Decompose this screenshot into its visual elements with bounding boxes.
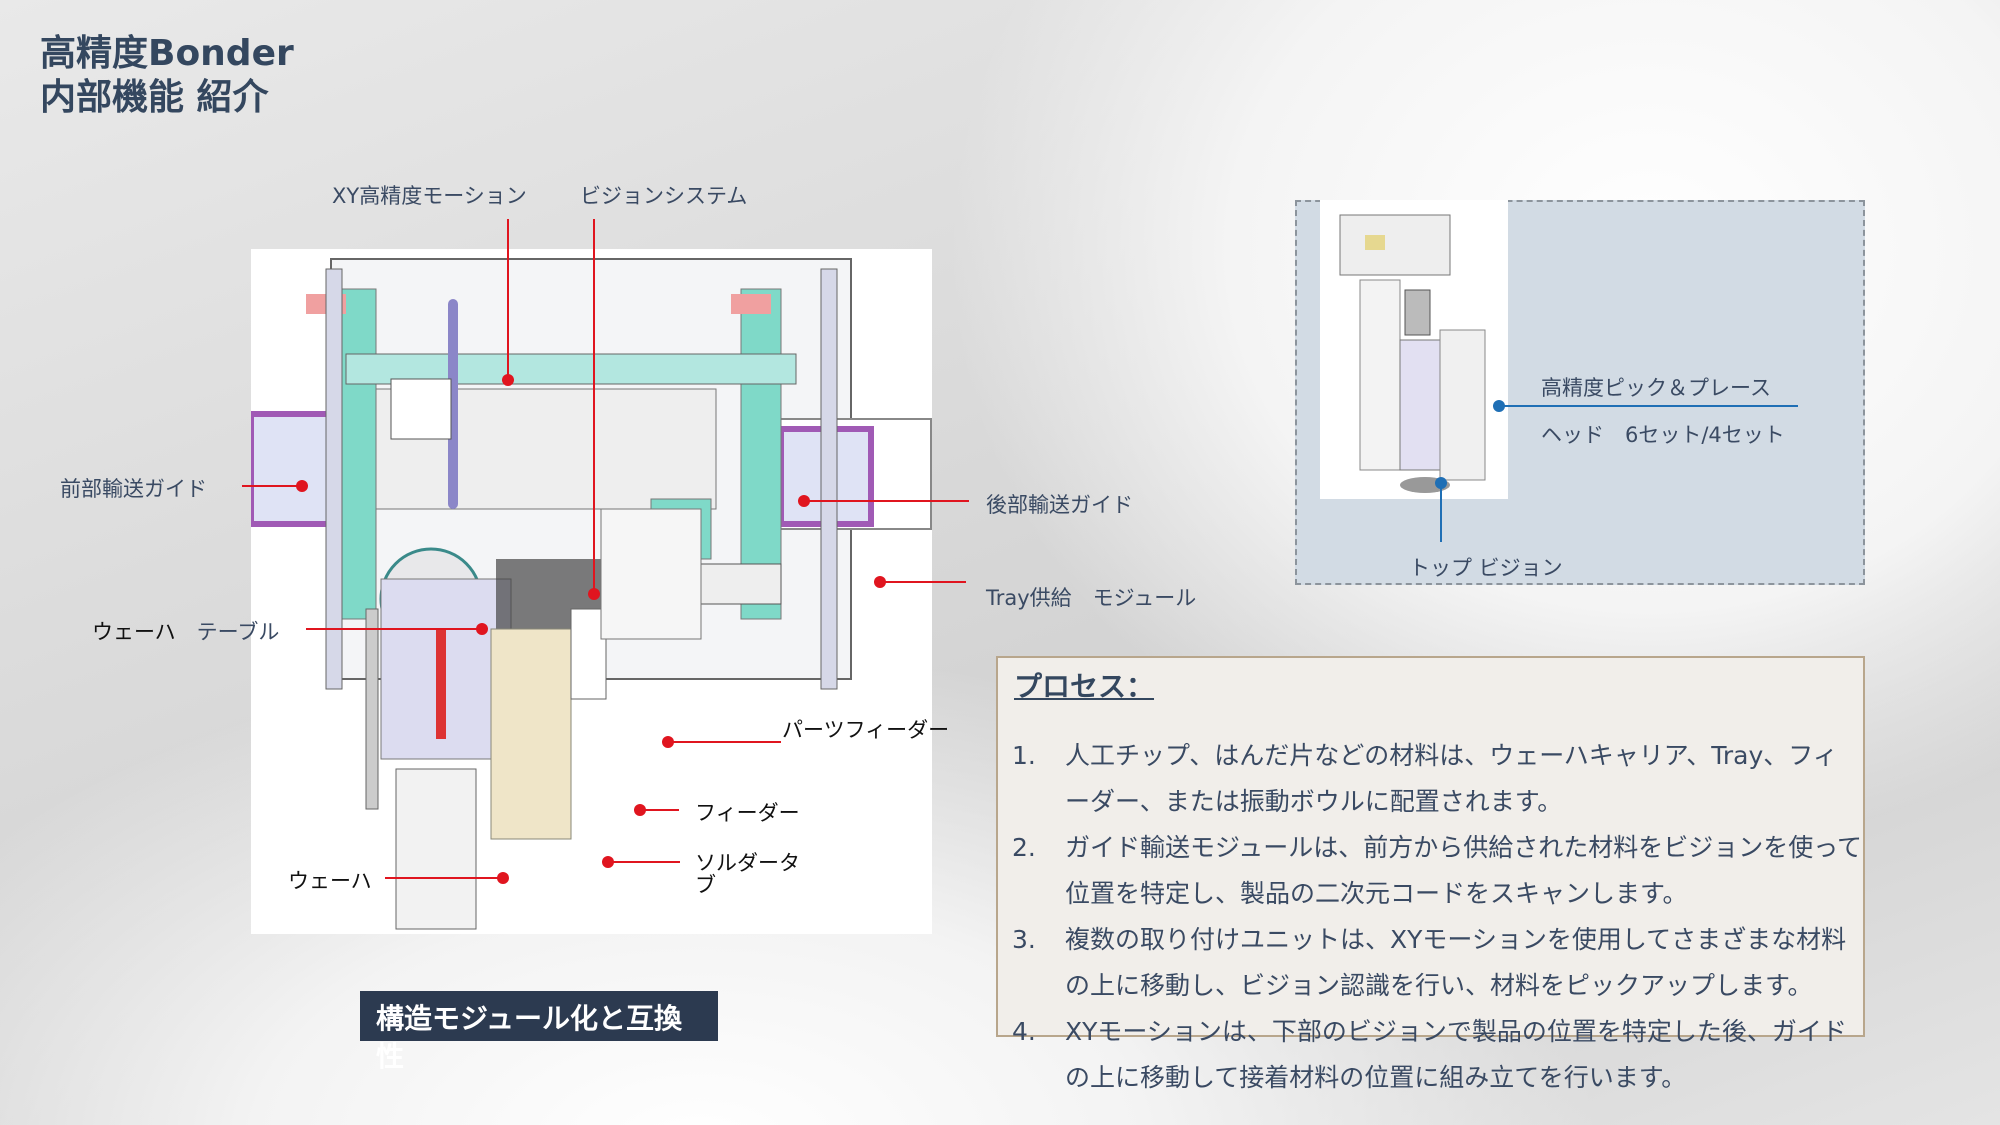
label-pick-place: 高精度ピック＆プレース (1541, 376, 1771, 400)
label-parts-feeder: パーツフィーダー (782, 718, 950, 742)
item-number: 4. (1012, 1017, 1036, 1046)
item-text: 複数の取り付けユニットは、XYモーションを使用してさまざまな材料の上に移動し、ビ… (1065, 925, 1847, 1000)
process-list: 1. 人工チップ、はんだ片などの材料は、ウェーハキャリア、Tray、フィーダー、ま… (1012, 733, 1862, 1101)
title-line-2: 内部機能 紹介 (40, 77, 269, 118)
label-wafer: ウェーハ (288, 869, 372, 893)
callout-dot (1435, 477, 1447, 489)
process-item: 2. ガイド輸送モジュールは、前方から供給された材料をビジョンを使って位置を特定し… (1012, 825, 1862, 917)
callout-line (385, 877, 503, 879)
callout-line (880, 581, 966, 583)
label-vision-system: ビジョンシステム (580, 184, 748, 208)
callout-line (593, 219, 595, 594)
page-title: 高精度Bonder 内部機能 紹介 (40, 32, 294, 120)
item-number: 1. (1012, 741, 1036, 770)
callout-line (608, 861, 680, 863)
label-feeder: フィーダー (695, 801, 800, 825)
label-front-guide: 前部輸送ガイド (60, 477, 207, 501)
callout-dot (798, 495, 810, 507)
label-head-sets: ヘッド 6セット/4セット (1541, 423, 1785, 447)
item-text: 人工チップ、はんだ片などの材料は、ウェーハキャリア、Tray、フィーダー、または… (1065, 741, 1838, 816)
callout-dot (476, 623, 488, 635)
callout-dot (497, 872, 509, 884)
callout-dot (602, 856, 614, 868)
callout-line (804, 500, 969, 502)
process-item: 4. XYモーションは、下部のビジョンで製品の位置を特定した後、ガイドの上に移動し… (1012, 1009, 1862, 1101)
label-xy-motion: XY高精度モーション (332, 184, 527, 208)
label-wafer-table: ウェーハ テーブル (92, 616, 279, 646)
label-solder-tab-1: ソルダータ (695, 851, 800, 875)
process-box (996, 656, 1865, 1037)
label-wafer-table-b: テーブル (196, 620, 280, 644)
callout-line (1440, 483, 1442, 542)
callout-dot (634, 804, 646, 816)
callout-dot (588, 588, 600, 600)
process-item: 3. 複数の取り付けユニットは、XYモーションを使用してさまざまな材料の上に移動し… (1012, 917, 1862, 1009)
label-top-vision: トップ ビジョン (1409, 556, 1563, 580)
label-tray-module: Tray供給 モジュール (986, 586, 1197, 610)
pick-place-head-image (1320, 200, 1508, 499)
label-wafer-table-a: ウェーハ (92, 620, 176, 644)
head-drawing (1339, 214, 1486, 493)
callout-line (668, 741, 781, 743)
machine-drawing (248, 258, 932, 930)
bonder-top-view-diagram (248, 249, 932, 934)
callout-line (242, 485, 302, 487)
callout-line (306, 628, 482, 630)
label-rear-guide: 後部輸送ガイド (986, 493, 1133, 517)
callout-line (640, 809, 679, 811)
callout-dot (502, 374, 514, 386)
item-number: 3. (1012, 925, 1036, 954)
callout-line (1499, 405, 1798, 407)
callout-dot (1493, 400, 1505, 412)
callout-dot (296, 480, 308, 492)
callout-dot (662, 736, 674, 748)
process-item: 1. 人工チップ、はんだ片などの材料は、ウェーハキャリア、Tray、フィーダー、ま… (1012, 733, 1862, 825)
callout-line (507, 219, 509, 380)
label-solder-tab-2: ブ (695, 873, 716, 897)
process-title: プロセス： (1014, 670, 1155, 703)
modularity-banner (360, 991, 718, 1041)
item-text: XYモーションは、下部のビジョンで製品の位置を特定した後、ガイドの上に移動して接… (1065, 1017, 1847, 1092)
item-text: ガイド輸送モジュールは、前方から供給された材料をビジョンを使って位置を特定し、製… (1065, 833, 1863, 908)
title-line-1: 高精度Bonder (40, 33, 294, 74)
modularity-banner-text: 構造モジュール化と互換性 (376, 1002, 683, 1073)
item-number: 2. (1012, 833, 1036, 862)
callout-dot (874, 576, 886, 588)
label-solder-tab: ソルダータブ (695, 852, 800, 896)
